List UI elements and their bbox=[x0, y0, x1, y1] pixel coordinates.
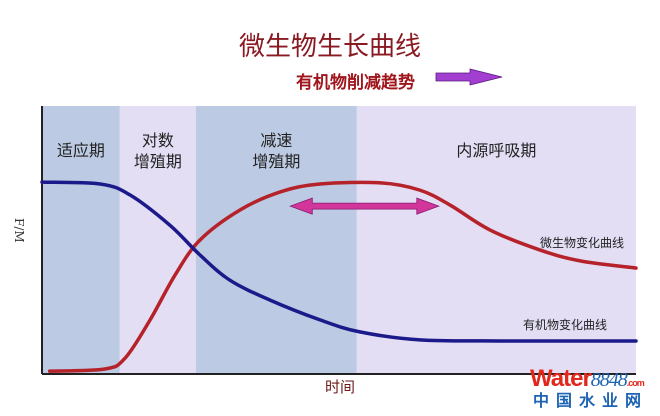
legend-organic: 有机物变化曲线 bbox=[523, 318, 608, 332]
phase-label: 内源呼吸期 bbox=[456, 141, 537, 160]
logo-num: 8848 bbox=[590, 369, 628, 391]
trend-annotation: 有机物削减趋势 bbox=[296, 73, 415, 93]
logo-main: Water bbox=[530, 365, 592, 392]
phase-band bbox=[195, 106, 357, 373]
watermark-logo: Water8848.com bbox=[530, 365, 645, 396]
chart-title: 微生物生长曲线 bbox=[238, 32, 421, 62]
series-line bbox=[40, 180, 638, 343]
series-line bbox=[47, 180, 638, 373]
legend-microbe: 微生物变化曲线 bbox=[540, 236, 625, 250]
phase-label: 适应期 bbox=[56, 141, 105, 160]
phase-band bbox=[42, 106, 120, 373]
phase-band bbox=[356, 106, 636, 373]
phase-label: 减速 增殖期 bbox=[252, 131, 301, 171]
double-arrow bbox=[289, 197, 440, 215]
phase-label: 对数 增殖期 bbox=[133, 131, 182, 171]
watermark-cn: 中国水业网 bbox=[533, 391, 649, 410]
trend-arrow-icon bbox=[435, 68, 503, 86]
x-axis-label: 时间 bbox=[325, 378, 356, 396]
logo-dotcom: .com bbox=[626, 378, 645, 388]
y-axis-label: F/M bbox=[12, 218, 26, 243]
